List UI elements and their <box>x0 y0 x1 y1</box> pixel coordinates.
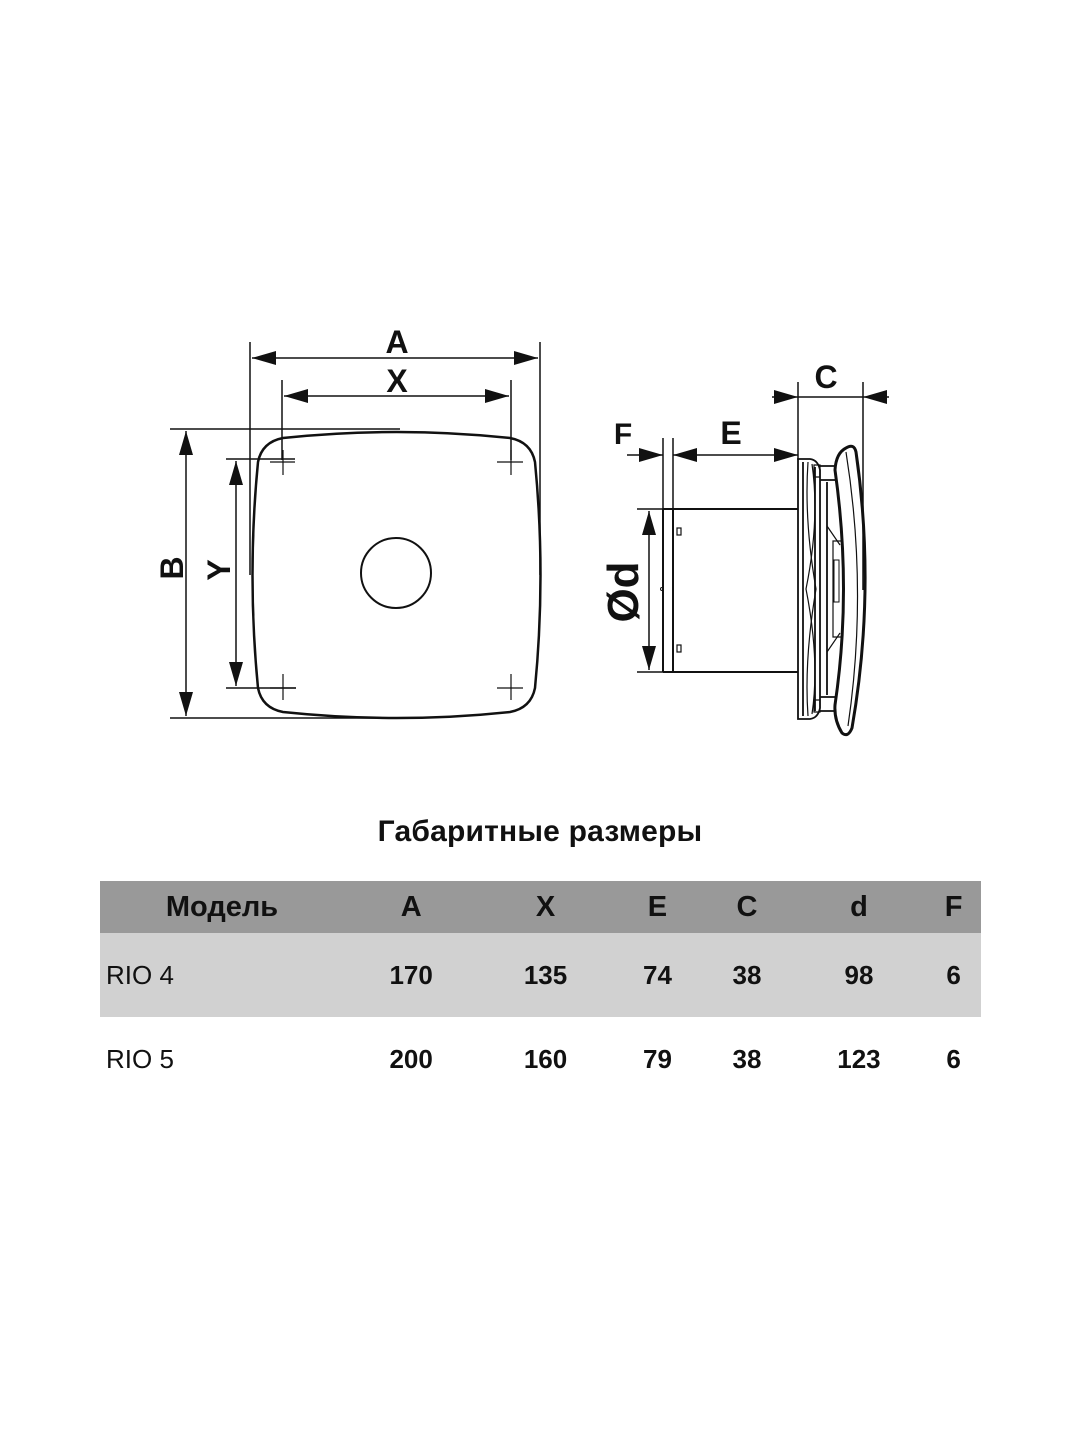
dim-label-c: C <box>814 359 837 395</box>
dim-label-a: A <box>385 324 408 360</box>
dim-label-f: F <box>614 418 632 451</box>
cell-e: 74 <box>612 933 703 1017</box>
cell-x: 135 <box>478 933 613 1017</box>
header-e: E <box>612 881 703 933</box>
cell-d: 123 <box>837 1043 881 1074</box>
cell-d: 98 <box>791 933 927 1017</box>
table-row: RIO 5 200 160 79 38 123 6 <box>100 1017 981 1101</box>
table-caption: Габаритные размеры <box>377 815 703 848</box>
front-cover <box>833 444 867 737</box>
table-row: RIO 4 170 135 74 38 98 6 <box>100 933 981 1017</box>
cell-f: 6 <box>926 933 981 1017</box>
cell-x: 160 <box>523 1043 568 1074</box>
cell-a: 170 <box>344 933 479 1017</box>
header-a: A <box>344 881 479 933</box>
header-x: X <box>478 881 613 933</box>
cell-c: 38 <box>732 1043 762 1074</box>
dim-label-e: E <box>720 415 741 451</box>
side-view <box>627 382 889 737</box>
header-model: Модель <box>100 881 344 933</box>
header-f: F <box>926 881 981 933</box>
table-header-row: Модель A X E C d F <box>100 881 981 933</box>
center-hub <box>360 537 432 609</box>
cell-f: 6 <box>946 1043 961 1074</box>
front-panel-outline <box>251 430 542 720</box>
technical-drawing: A X B Y <box>154 324 889 737</box>
cell-model: RIO 5 <box>106 1043 174 1074</box>
dim-label-d: Ød <box>599 561 648 622</box>
cell-e: 79 <box>643 1043 672 1074</box>
dim-label-x: X <box>386 363 408 399</box>
header-d: d <box>791 881 927 933</box>
cell-model: RIO 4 <box>100 933 344 1017</box>
header-c: C <box>702 881 792 933</box>
dim-label-b: B <box>154 556 190 579</box>
cell-c: 38 <box>702 933 792 1017</box>
front-view <box>170 342 542 720</box>
dim-label-y: Y <box>201 559 237 580</box>
mount-hole-marks <box>270 450 523 700</box>
cell-a: 200 <box>389 1043 433 1074</box>
dimensions-table: Модель A X E C d F RIO 4 170 135 74 38 9… <box>100 881 981 1101</box>
